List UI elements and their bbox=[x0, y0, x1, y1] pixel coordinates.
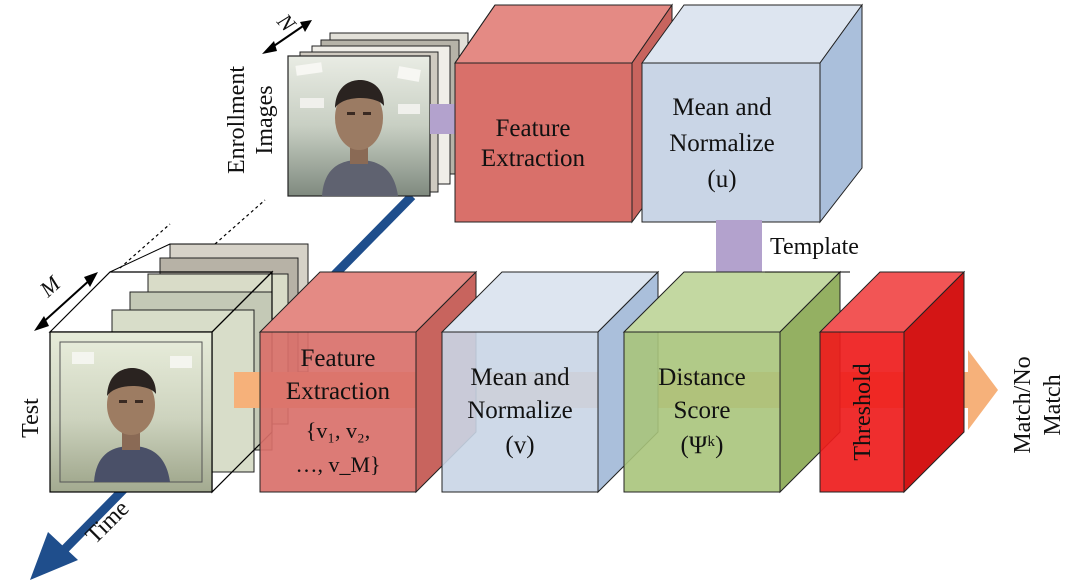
enrollment-count-arrow bbox=[262, 20, 312, 54]
distance-score-block bbox=[622, 270, 842, 494]
bottom-mn-line2: Normalize bbox=[467, 397, 573, 424]
test-dashed-line-2 bbox=[119, 223, 171, 269]
bottom-fe-line2: Extraction bbox=[286, 378, 391, 405]
test-count-arrow bbox=[34, 272, 98, 331]
distance-score-line2: Score bbox=[674, 397, 731, 424]
enrollment-face-photo bbox=[322, 80, 398, 196]
bottom-mn-line3: (v) bbox=[505, 432, 534, 459]
threshold-label: Threshold bbox=[850, 363, 876, 460]
time-label: Time bbox=[81, 496, 135, 550]
enrollment-label-line2: Images bbox=[252, 85, 278, 154]
test-label: Test bbox=[18, 398, 44, 438]
enrollment-label-line1: Enrollment bbox=[224, 66, 250, 174]
top-fe-line1: Feature bbox=[496, 115, 571, 142]
template-label: Template bbox=[770, 234, 859, 260]
output-line1: Match/No bbox=[1010, 356, 1036, 453]
enrollment-count-symbol: N bbox=[272, 8, 302, 37]
bottom-fe-line3: {v₁, v₂, bbox=[306, 418, 370, 443]
bottom-mn-line1: Mean and bbox=[470, 364, 570, 391]
threshold-block bbox=[818, 270, 966, 494]
distance-score-line1: Distance bbox=[658, 364, 745, 391]
bottom-fe-line1: Feature bbox=[301, 345, 376, 372]
test-face-photo bbox=[94, 368, 170, 482]
top-mn-line1: Mean and bbox=[672, 94, 772, 121]
test-count-symbol: M bbox=[34, 270, 66, 303]
output-line2: Match bbox=[1040, 374, 1066, 435]
top-mean-normalize-block bbox=[641, 3, 863, 224]
top-fe-line2: Extraction bbox=[481, 145, 586, 172]
test-dashed-line-1 bbox=[214, 199, 266, 245]
distance-score-line3: (Ψᵏ) bbox=[681, 432, 724, 459]
top-feature-extraction-block bbox=[454, 3, 673, 224]
top-mn-line2: Normalize bbox=[669, 130, 775, 157]
bottom-fe-line4: …, v_M} bbox=[295, 452, 380, 477]
top-mn-line3: (u) bbox=[707, 166, 736, 193]
